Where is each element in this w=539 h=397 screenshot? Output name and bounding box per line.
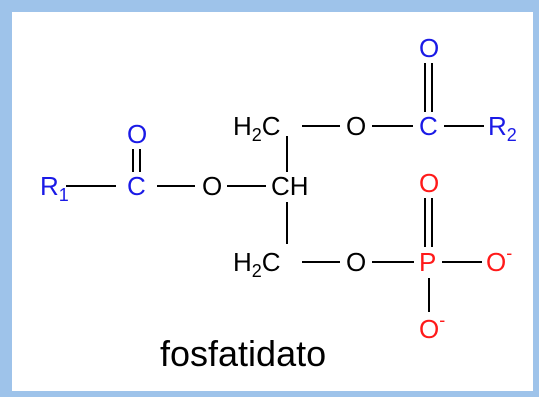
atom-o-left-ester: O — [202, 171, 222, 201]
atom-h2c-top: H2C — [233, 111, 281, 145]
atom-o-top-ester: O — [346, 111, 366, 141]
atom-p: P — [419, 247, 436, 277]
atom-o-p-right: O- — [486, 243, 512, 277]
atom-o-p-bottom: O- — [419, 310, 445, 344]
atom-h2c-bottom: H2C — [233, 247, 281, 281]
atom-o-left-carbonyl: O — [127, 119, 147, 149]
atom-o-bottom-ester: O — [346, 247, 366, 277]
atom-o-p-double: O — [419, 168, 439, 198]
atom-r2: R2 — [488, 111, 517, 145]
atom-o-right-carbonyl: O — [419, 33, 439, 63]
atom-c-right: C — [419, 111, 438, 141]
caption: fosfatidato — [160, 333, 326, 374]
atom-ch-center: CH — [271, 171, 309, 201]
atom-c-left: C — [127, 171, 146, 201]
atom-r1: R1 — [40, 171, 69, 205]
bonds — [66, 63, 484, 312]
